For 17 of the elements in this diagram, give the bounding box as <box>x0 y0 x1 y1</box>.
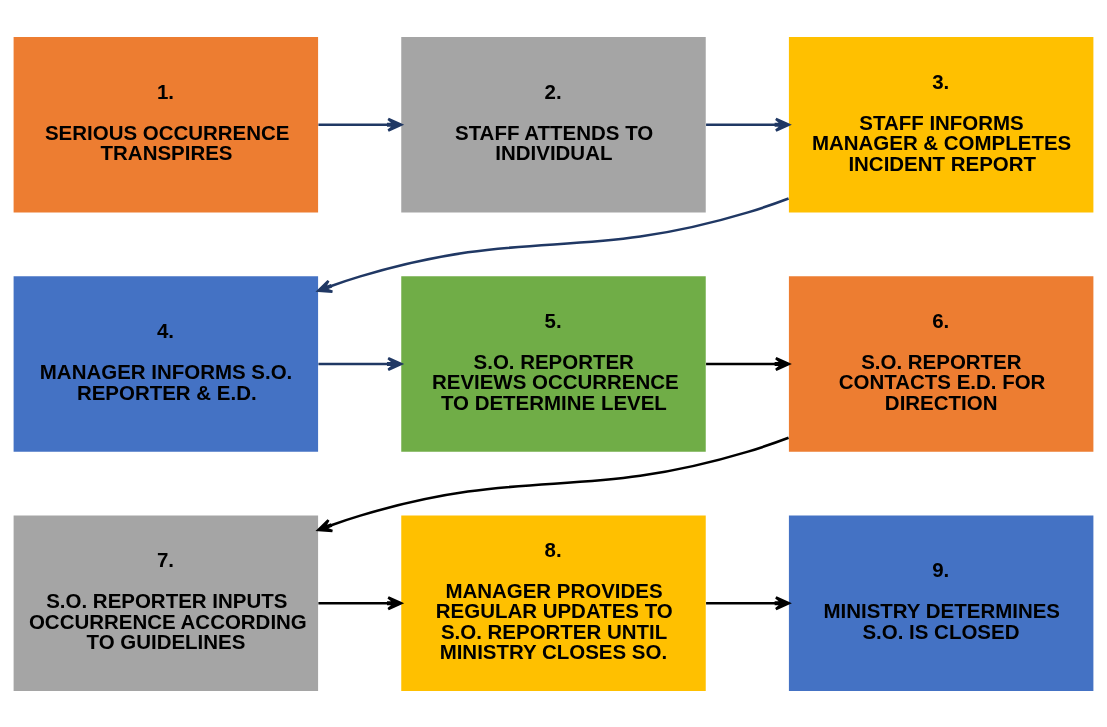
arrow <box>318 117 403 132</box>
node-box: 5. S.O. REPORTER REVIEWS OCCURRENCE TO DETERMINE LEVEL <box>401 275 706 452</box>
node-box: 2. STAFF ATTENDS TO INDIVIDUAL <box>401 36 706 212</box>
node-box: 4. MANAGER INFORMS S.O. REPORTER & E.D. <box>13 275 319 452</box>
arrow <box>706 595 790 610</box>
arrow <box>706 356 790 371</box>
node-box: 9. MINISTRY DETERMINES S.O. IS CLOSED <box>788 515 1094 691</box>
node-box: 3. STAFF INFORMS MANAGER & COMPLETES INCIDENT REPORT <box>788 36 1094 212</box>
arrow <box>706 117 790 132</box>
node-box: 8. MANAGER PROVIDES REGULAR UPDATES TO S.O. REPORTER UNTIL MINISTRY CLOSES SO. <box>401 515 706 691</box>
arrow <box>318 356 403 371</box>
node-box: 1. SERIOUS OCCURRENCE TRANSPIRES <box>13 36 319 212</box>
arrow <box>317 196 789 293</box>
arrow <box>317 436 789 532</box>
node-box: 6. S.O. REPORTER CONTACTS E.D. FOR DIRECTION <box>788 275 1094 452</box>
node-box: 7. S.O. REPORTER INPUTS OCCURRENCE ACCORDING TO GUIDELINES <box>13 515 319 691</box>
arrow <box>318 595 403 610</box>
